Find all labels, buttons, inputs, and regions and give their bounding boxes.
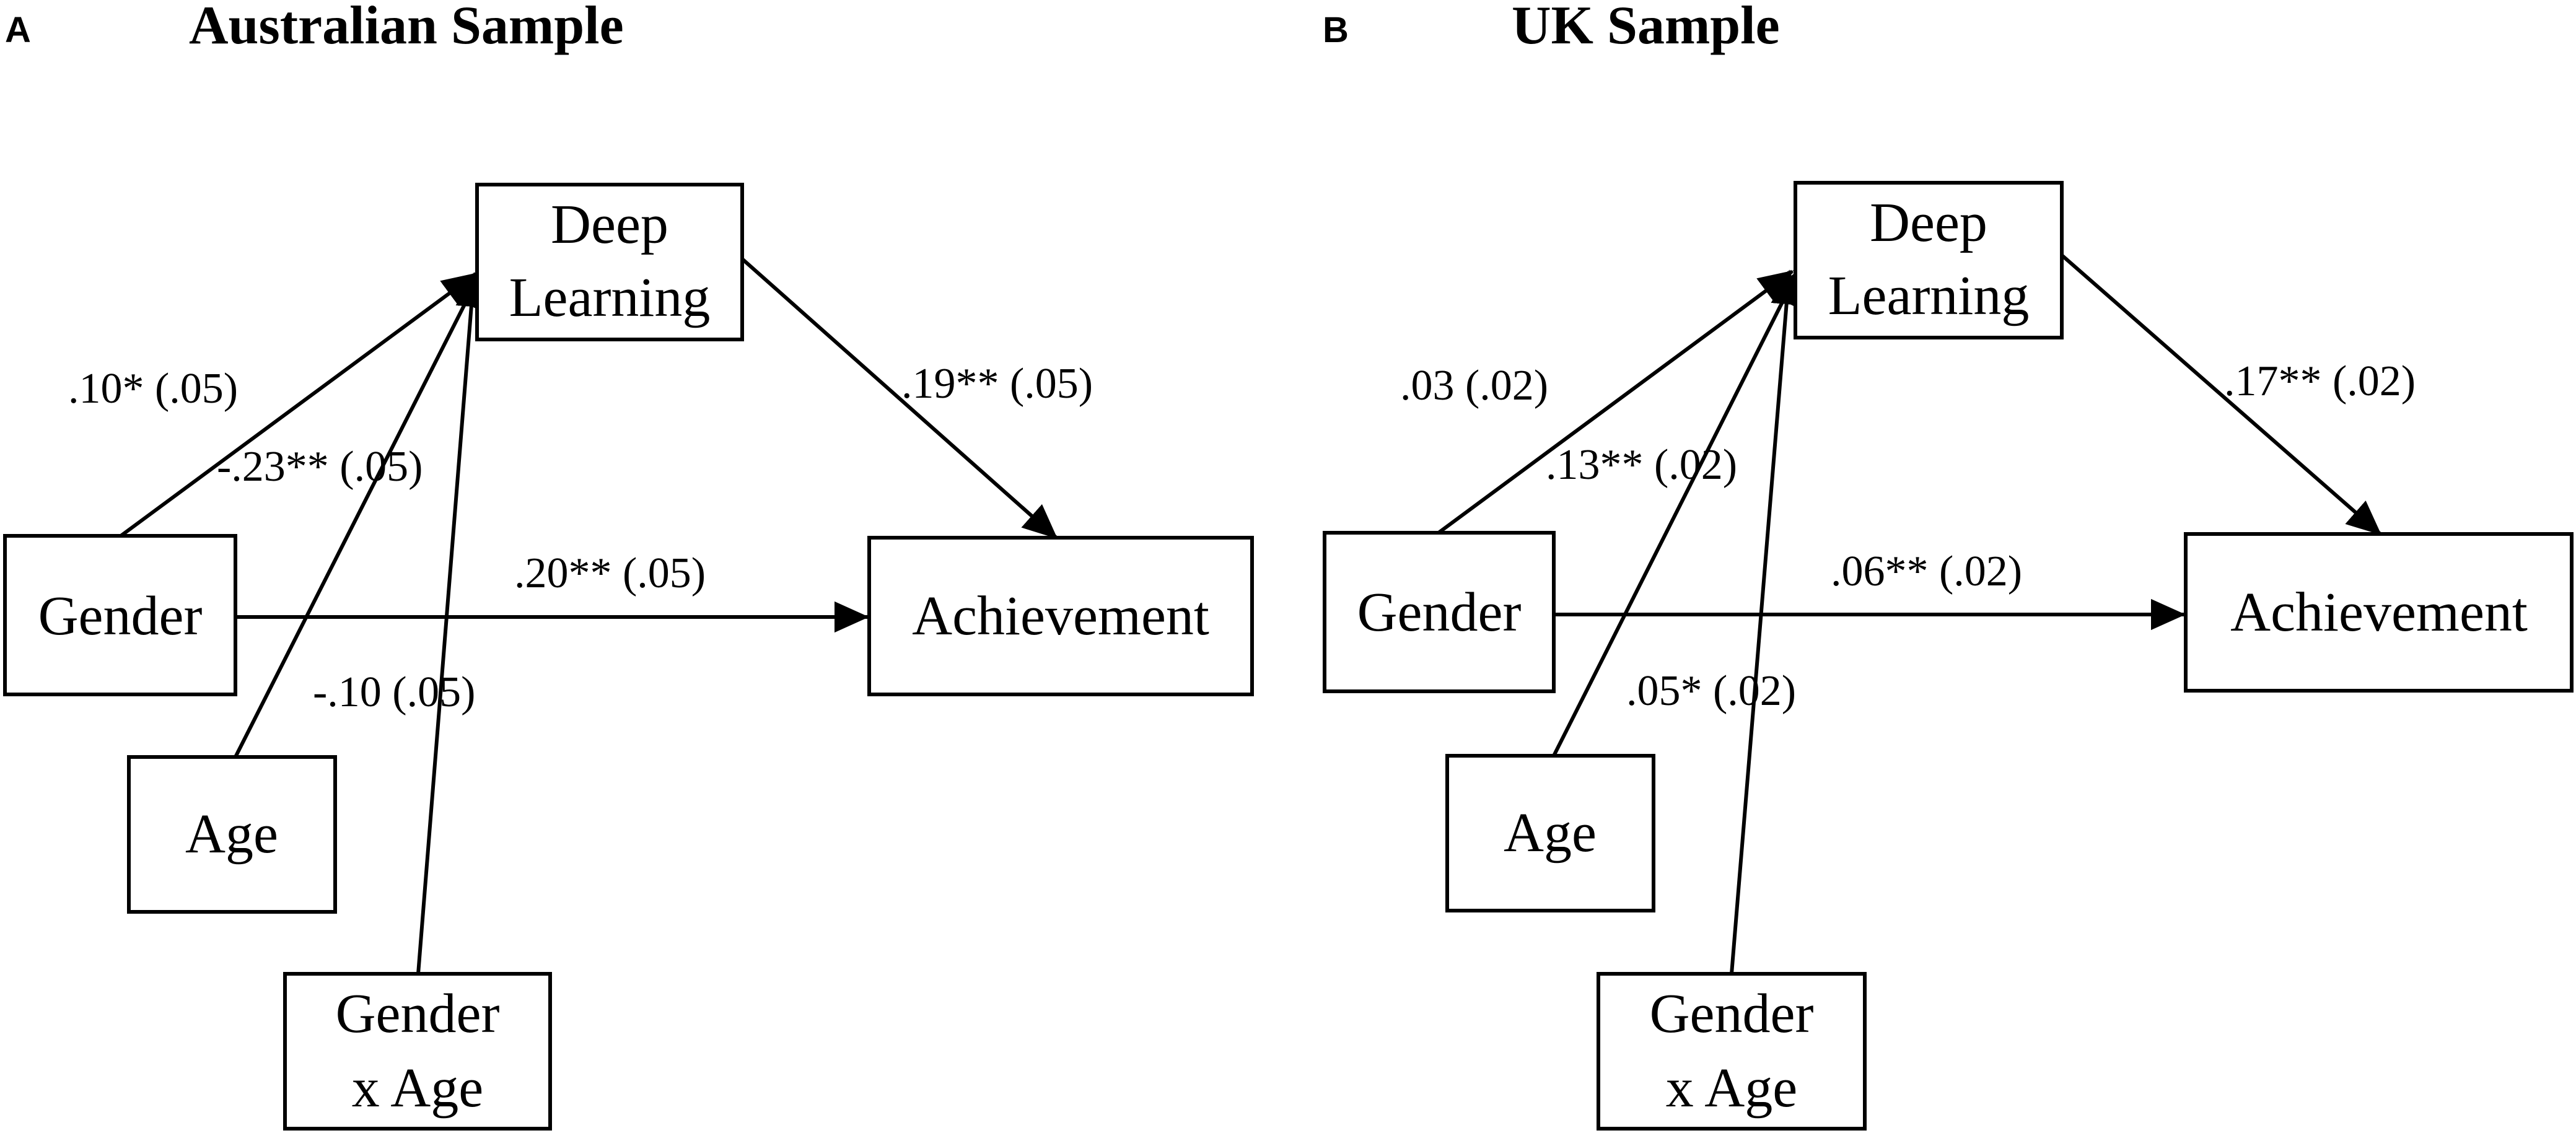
panel-a-coef-deep-achievement: .19** (.05)	[901, 360, 1093, 408]
panel-b-node-achievement: Achievement	[2184, 532, 2574, 693]
panel-a-node-gender-x-age: Gender x Age	[283, 972, 552, 1131]
panel-b-title: UK Sample	[1512, 0, 1780, 56]
panel-b-coef-gender-deep: .03 (.02)	[1400, 362, 1548, 409]
node-label: Age	[1504, 802, 1597, 864]
panel-b-coef-gender-achievement: .06** (.02)	[1831, 548, 2022, 595]
node-label: x Age	[352, 1057, 483, 1119]
panel-b-path-deep-to-achievement	[2061, 253, 2382, 536]
panel-b-node-gender: Gender	[1323, 531, 1556, 693]
panel-b-coef-age-deep: .13** (.02)	[1546, 441, 1737, 489]
panel-b-node-gender-x-age: Gender x Age	[1597, 972, 1867, 1131]
node-label: Achievement	[912, 585, 1209, 647]
panel-a-coef-gender-achievement: .20** (.05)	[514, 549, 706, 597]
node-label: Deep	[1870, 192, 1987, 253]
node-label: Achievement	[2230, 582, 2528, 643]
node-label: Learning	[1828, 265, 2030, 326]
node-label: Gender	[38, 585, 203, 647]
panel-a-coef-gxa-deep: -.10 (.05)	[313, 668, 475, 716]
panel-b-letter: B	[1323, 10, 1349, 50]
panel-b-coef-gxa-deep: .05* (.02)	[1626, 667, 1796, 715]
panel-a-coef-age-deep: -.23** (.05)	[217, 443, 423, 491]
panel-a-node-age: Age	[127, 755, 337, 914]
panel-a-letter: A	[5, 10, 31, 50]
panel-b-path-gxa-to-deep	[1730, 269, 1802, 974]
panel-a-path-gender-to-deep	[120, 272, 478, 538]
node-label: Gender	[1650, 983, 1814, 1044]
panel-a-node-deep-learning: Deep Learning	[475, 183, 744, 341]
panel-a-coef-gender-deep: .10* (.05)	[68, 365, 238, 413]
panel-b-path-age-to-deep	[1552, 269, 1800, 757]
panel-b: B UK Sample Deep Learning Gender Achieve…	[1323, 0, 2574, 1131]
panel-a-path-gxa-to-deep	[416, 272, 487, 974]
node-label: Age	[185, 803, 278, 865]
panel-a-node-gender: Gender	[3, 534, 237, 696]
panel-a-path-deep-to-achievement	[741, 257, 1058, 540]
panel-b-node-age: Age	[1445, 754, 1655, 912]
panel-b-path-gender-to-deep	[1437, 269, 1794, 535]
node-label: Gender	[1357, 582, 1522, 643]
panel-a: A Australian Sample Deep Learning Gender…	[3, 0, 1254, 1131]
panel-b-coef-deep-achievement: .17** (.02)	[2224, 357, 2416, 405]
panel-a-path-age-to-deep	[234, 272, 482, 758]
panel-a-node-achievement: Achievement	[867, 536, 1254, 696]
node-label: Gender	[336, 983, 500, 1044]
node-label: Learning	[509, 267, 711, 328]
panel-a-title: Australian Sample	[189, 0, 624, 56]
node-label: Deep	[551, 194, 668, 255]
node-label: x Age	[1666, 1057, 1797, 1119]
panel-b-node-deep-learning: Deep Learning	[1794, 181, 2064, 339]
